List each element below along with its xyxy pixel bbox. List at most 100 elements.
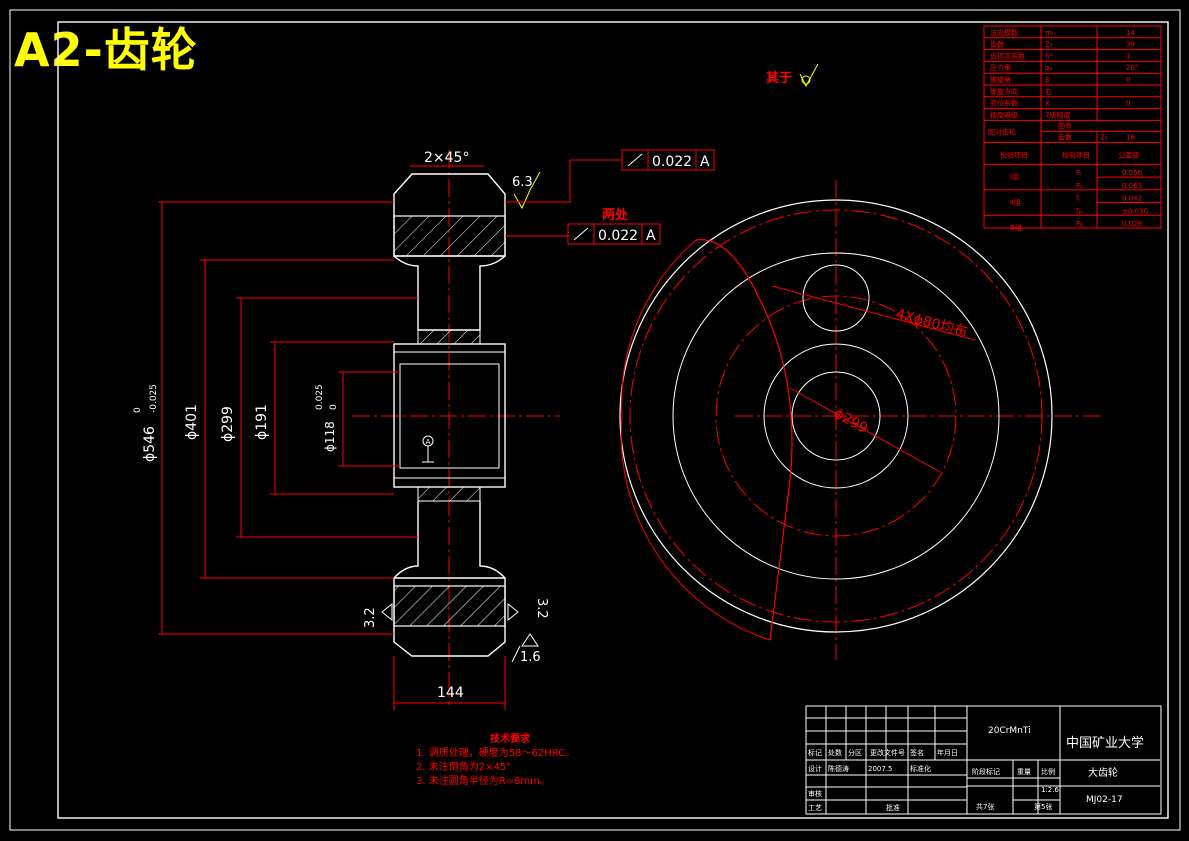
inspect-value: 0.056 bbox=[1122, 169, 1143, 177]
param-symbol: β bbox=[1045, 76, 1049, 84]
param-name: 螺旋方向 bbox=[990, 87, 1018, 96]
svg-text:0: 0 bbox=[329, 404, 339, 410]
svg-text:2. 未注倒角为2×45°: 2. 未注倒角为2×45° bbox=[416, 760, 511, 773]
svg-text:0.025: 0.025 bbox=[315, 384, 325, 410]
holes-label: 4Xϕ80均布 bbox=[894, 306, 969, 340]
rim-top-hatch bbox=[393, 215, 506, 257]
svg-text:共7张: 共7张 bbox=[976, 802, 994, 811]
finish-note-label: 其于 bbox=[766, 70, 792, 86]
runout-arrow-icon bbox=[627, 153, 643, 167]
param-name: 精度等级 bbox=[990, 110, 1018, 119]
tech-requirements: 技术要求 1. 调质处理，硬度为58～62HRC。 2. 未注倒角为2×45° … bbox=[416, 732, 575, 787]
svg-text:阶段标记: 阶段标记 bbox=[972, 767, 1000, 776]
svg-text:处数: 处数 bbox=[828, 748, 842, 757]
inspect-symbol: fₚₜ bbox=[1076, 207, 1084, 215]
inspect-h1: 检验项目 bbox=[1000, 150, 1028, 159]
param-name: 齿数 bbox=[990, 40, 1004, 49]
pcd-label: ϕ299 bbox=[831, 406, 870, 437]
param-value: 0 bbox=[1126, 100, 1130, 108]
inspect-symbol: Fᵢ bbox=[1076, 169, 1081, 177]
param-name: 变位系数 bbox=[990, 99, 1018, 108]
svg-text:更改文件号: 更改文件号 bbox=[870, 748, 905, 757]
param-name: 螺旋角 bbox=[990, 75, 1011, 84]
rim-bottom-hatch bbox=[393, 585, 506, 627]
svg-text:设计: 设计 bbox=[808, 764, 822, 773]
param-name: 法向模数 bbox=[990, 28, 1018, 37]
svg-text:0.022: 0.022 bbox=[598, 228, 638, 244]
finish-circle-icon bbox=[801, 75, 811, 85]
svg-text:-0.025: -0.025 bbox=[149, 384, 159, 413]
svg-text:0: 0 bbox=[133, 407, 143, 413]
inspect-symbol: Fᵦ bbox=[1076, 220, 1083, 228]
two-places-label: 两处 bbox=[602, 207, 629, 223]
param-symbol: αₙ bbox=[1045, 64, 1053, 72]
pair-sym: Z₁ bbox=[1100, 133, 1108, 141]
svg-text:比例: 比例 bbox=[1041, 767, 1055, 776]
svg-text:技术要求: 技术要求 bbox=[490, 732, 531, 745]
param-symbol: mₙ bbox=[1045, 29, 1055, 37]
svg-text:第5张: 第5张 bbox=[1034, 802, 1052, 811]
param-symbol: 7级精度 bbox=[1045, 110, 1070, 119]
svg-text:批准: 批准 bbox=[886, 803, 900, 812]
param-value: 39 bbox=[1126, 41, 1135, 49]
svg-text:工艺: 工艺 bbox=[808, 804, 822, 812]
school-name: 中国矿业大学 bbox=[1066, 735, 1144, 751]
pair-val: 16 bbox=[1126, 133, 1135, 141]
svg-text:ϕ191: ϕ191 bbox=[254, 404, 270, 440]
pair-group: 配对齿轮 bbox=[988, 127, 1016, 136]
param-value: 0 bbox=[1126, 76, 1130, 84]
inner-border bbox=[57, 21, 1169, 819]
inspect-group: Ⅲ组 bbox=[1010, 223, 1022, 232]
svg-text:ϕ299: ϕ299 bbox=[220, 406, 236, 442]
param-name: 齿顶高系数 bbox=[990, 51, 1025, 60]
part-name: 大齿轮 bbox=[1088, 766, 1118, 779]
svg-text:3.2: 3.2 bbox=[363, 607, 378, 628]
svg-text:年月日: 年月日 bbox=[937, 748, 958, 757]
svg-text:分区: 分区 bbox=[848, 748, 862, 757]
outer-border bbox=[9, 9, 1181, 831]
width-dimension: 144 bbox=[437, 685, 464, 701]
drawing-banner: A2-齿轮 bbox=[14, 23, 198, 77]
param-symbol: 右 bbox=[1045, 87, 1052, 96]
svg-text:标准化: 标准化 bbox=[910, 764, 931, 773]
inspect-h3: 公差值 bbox=[1118, 150, 1139, 159]
svg-text:1. 调质处理，硬度为58～62HRC。: 1. 调质处理，硬度为58～62HRC。 bbox=[416, 746, 575, 759]
param-symbol: h* bbox=[1045, 52, 1053, 60]
svg-text:A: A bbox=[700, 154, 710, 170]
svg-text:标记: 标记 bbox=[808, 748, 822, 757]
drawing-code: MJ02-17 bbox=[1086, 795, 1123, 805]
inspect-symbol: fᵢ bbox=[1076, 195, 1080, 203]
inspect-value: 0.026 bbox=[1122, 220, 1143, 228]
svg-text:3.2: 3.2 bbox=[534, 598, 549, 619]
svg-text:ϕ118: ϕ118 bbox=[323, 421, 337, 452]
svg-text:陈德涛: 陈德涛 bbox=[828, 764, 849, 773]
title-block: 标记 处数 分区 更改文件号 签名 年月日 设计 陈德涛 2007.5 标准化 … bbox=[805, 705, 1162, 815]
svg-text:ϕ546: ϕ546 bbox=[142, 426, 158, 462]
pair-r2: 齿数 bbox=[1058, 132, 1072, 141]
param-name: 压力角 bbox=[990, 63, 1011, 72]
inspect-group: Ⅱ组 bbox=[1010, 198, 1020, 207]
svg-text:ϕ401: ϕ401 bbox=[184, 404, 200, 440]
param-value: 14 bbox=[1126, 29, 1135, 37]
svg-text:签名: 签名 bbox=[910, 748, 924, 757]
material-label: 20CrMnTi bbox=[988, 726, 1031, 736]
inspect-value: 0.042 bbox=[1122, 195, 1142, 203]
inspect-value: ±0.030 bbox=[1122, 207, 1148, 215]
front-view: A 2×45° 6.3 0.022 A 两处 0.022 A 3.2 3.2 1 bbox=[133, 149, 715, 710]
gear-parameter-table: 法向模数 mₙ 14 齿数 Z₂ 39 齿顶高系数 h* 1 压力角 αₙ 20° 螺旋角 β 0 螺旋方向 右… bbox=[983, 25, 1162, 232]
svg-text:1.6: 1.6 bbox=[520, 650, 541, 665]
svg-text:重量: 重量 bbox=[1017, 768, 1031, 776]
svg-text:A: A bbox=[646, 228, 656, 244]
param-value: 20° bbox=[1126, 64, 1138, 72]
pair-r1: 图号 bbox=[1058, 122, 1072, 130]
svg-text:1:2.6: 1:2.6 bbox=[1041, 786, 1059, 794]
inspect-value: 0.063 bbox=[1122, 182, 1142, 190]
svg-text:A: A bbox=[426, 438, 431, 446]
param-value: 1 bbox=[1126, 52, 1130, 60]
svg-text:6.3: 6.3 bbox=[512, 175, 533, 190]
svg-text:0.022: 0.022 bbox=[652, 154, 692, 170]
svg-text:3. 未注圆角半径为R=8mm。: 3. 未注圆角半径为R=8mm。 bbox=[416, 774, 550, 787]
param-symbol: X bbox=[1045, 100, 1050, 108]
param-symbol: Z₂ bbox=[1045, 41, 1053, 49]
